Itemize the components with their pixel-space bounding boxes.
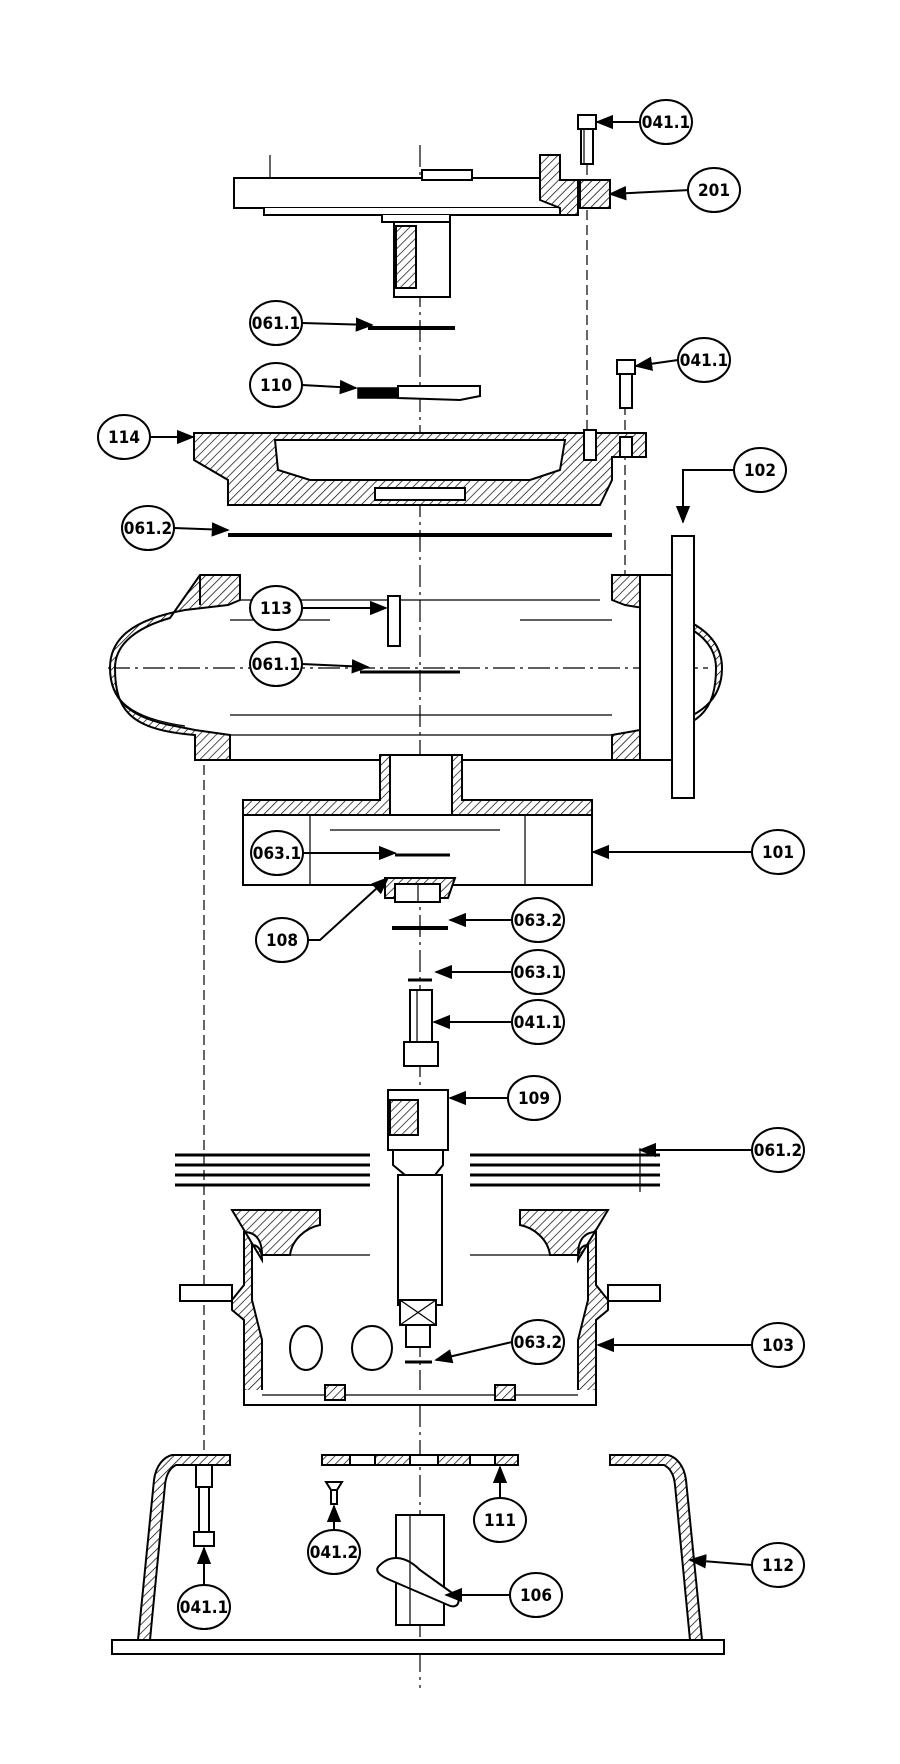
callout-111: 111 xyxy=(473,1497,527,1543)
svg-text:101: 101 xyxy=(762,843,794,863)
callout-063-2-b: 063.2 xyxy=(511,1319,565,1365)
svg-text:108: 108 xyxy=(266,931,298,951)
svg-text:063.1: 063.1 xyxy=(253,844,301,864)
svg-text:041.1: 041.1 xyxy=(680,351,728,371)
callout-106: 106 xyxy=(509,1572,563,1618)
callout-041-1-low: 041.1 xyxy=(511,999,565,1045)
svg-text:102: 102 xyxy=(744,461,776,481)
svg-text:111: 111 xyxy=(484,1511,516,1531)
svg-text:063.2: 063.2 xyxy=(514,1333,562,1353)
callout-041-2: 041.2 xyxy=(307,1529,361,1575)
gaskets-061-2-stack xyxy=(175,1148,660,1192)
svg-text:061.2: 061.2 xyxy=(124,519,172,539)
part-114-cover xyxy=(193,429,647,506)
svg-text:063.2: 063.2 xyxy=(514,911,562,931)
part-111-plate xyxy=(321,1454,519,1466)
part-108-nut xyxy=(384,877,457,903)
svg-text:061.1: 061.1 xyxy=(252,655,300,675)
part-113-key xyxy=(387,595,401,647)
callout-113: 113 xyxy=(249,585,303,631)
callout-061-1-b: 061.1 xyxy=(249,641,303,687)
svg-text:041.1: 041.1 xyxy=(180,1598,228,1618)
svg-text:061.2: 061.2 xyxy=(754,1141,802,1161)
callout-061-2-b: 061.2 xyxy=(751,1127,805,1173)
callout-063-1-b: 063.1 xyxy=(511,949,565,995)
svg-text:113: 113 xyxy=(260,599,292,619)
leader-lines xyxy=(150,114,753,1603)
callout-041-1-mid: 041.1 xyxy=(677,337,731,383)
bolt-041-1-mid xyxy=(616,359,636,409)
callout-114: 114 xyxy=(97,414,151,460)
bolt-041-1-top xyxy=(577,114,597,165)
svg-text:061.1: 061.1 xyxy=(252,314,300,334)
svg-text:041.1: 041.1 xyxy=(514,1013,562,1033)
callout-103: 103 xyxy=(751,1322,805,1368)
svg-text:106: 106 xyxy=(520,1586,552,1606)
part-106-key xyxy=(376,1514,460,1626)
callout-108: 108 xyxy=(255,917,309,963)
screw-041-2 xyxy=(324,1481,344,1505)
part-109-shaft xyxy=(387,1089,449,1348)
svg-text:063.1: 063.1 xyxy=(514,963,562,983)
part-102-volute-casing xyxy=(108,535,724,799)
callout-063-2-a: 063.2 xyxy=(511,897,565,943)
callout-061-1-a: 061.1 xyxy=(249,300,303,346)
svg-text:041.1: 041.1 xyxy=(642,113,690,133)
callout-101: 101 xyxy=(751,829,805,875)
part-103-bearing-housing xyxy=(179,1209,661,1406)
svg-text:041.2: 041.2 xyxy=(310,1543,358,1563)
svg-text:109: 109 xyxy=(518,1089,550,1109)
part-112-stand xyxy=(111,1454,725,1655)
svg-text:201: 201 xyxy=(698,181,730,201)
callout-061-2-a: 061.2 xyxy=(121,505,175,551)
callout-112: 112 xyxy=(751,1542,805,1588)
callout-102: 102 xyxy=(733,447,787,493)
callout-201: 201 xyxy=(687,167,741,213)
bolt-041-1-central xyxy=(403,989,439,1067)
callout-109: 109 xyxy=(507,1075,561,1121)
svg-text:114: 114 xyxy=(108,428,140,448)
svg-text:103: 103 xyxy=(762,1336,794,1356)
callout-063-1-a: 063.1 xyxy=(250,830,304,876)
part-110-disc xyxy=(357,385,481,402)
callout-041-1-bot: 041.1 xyxy=(177,1584,231,1630)
callout-041-1-top: 041.1 xyxy=(639,99,693,145)
svg-text:112: 112 xyxy=(762,1556,794,1576)
part-201-top-bracket xyxy=(233,154,611,298)
svg-text:110: 110 xyxy=(260,376,292,396)
callout-110: 110 xyxy=(249,362,303,408)
